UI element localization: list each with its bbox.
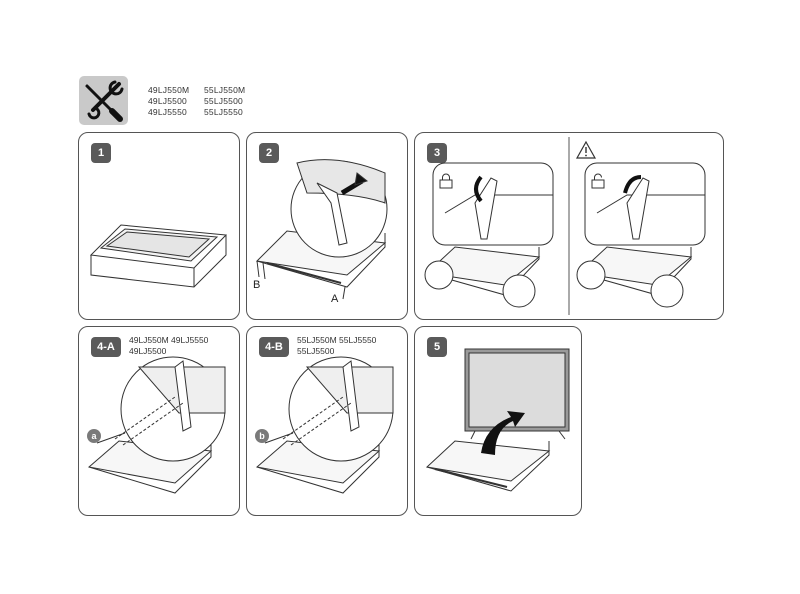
lift-tv-illustration [425,348,570,492]
stand-lock-illustration [424,137,706,315]
model-text: 55LJ5550 [204,107,243,117]
step-1-panel: 1 [78,132,240,320]
model-list-col2: 55LJ550M 55LJ5500 55LJ5550 [204,85,245,118]
model-text: 49LJ5550 [148,107,187,117]
tv-in-box-illustration [89,224,228,288]
step-number: 5 [427,337,447,357]
marker-b: b [255,429,269,443]
model-text: 49LJ5500 [129,345,167,356]
screw-install-illustration [255,356,394,494]
step-number: 4-A [91,337,121,357]
tools-icon [79,76,128,125]
step-number: 3 [427,143,447,163]
step-2-panel: 2 B A [246,132,408,320]
model-text: 49LJ550M [148,85,190,95]
model-text: 55LJ550M [204,85,246,95]
model-text: 49LJ5500 [148,96,187,106]
callout-b: B [253,279,261,291]
step-4b-panel: 4-B 55LJ550M 55LJ5550 55LJ5500 b [246,326,408,516]
screw-install-illustration [87,356,226,494]
model-text: 55LJ5500 [204,96,243,106]
step-models: 55LJ550M 55LJ5550 55LJ5500 [297,335,376,356]
callout-a: A [331,293,339,305]
step-number: 2 [259,143,279,163]
step-4a-panel: 4-A 49LJ550M 49LJ5550 49LJ5500 a [78,326,240,516]
step-3-panel: 3 [414,132,724,320]
step-number: 4-B [259,337,289,357]
model-text: 55LJ550M 55LJ5550 [297,335,377,345]
screwdriver-wrench-icon [85,80,124,122]
model-list-col1: 49LJ550M 49LJ5500 49LJ5550 [148,85,189,118]
step-5-panel: 5 [414,326,582,516]
model-text: 55LJ5500 [297,345,335,356]
lock-icon [439,173,453,189]
marker-a: a [87,429,101,443]
unlock-icon [591,173,605,189]
stand-attach-illustration [255,159,388,300]
warning-triangle-icon [575,140,597,159]
step-number: 1 [91,143,111,163]
model-text: 49LJ550M 49LJ5550 [129,335,209,345]
step-models: 49LJ550M 49LJ5550 49LJ5500 [129,335,208,356]
